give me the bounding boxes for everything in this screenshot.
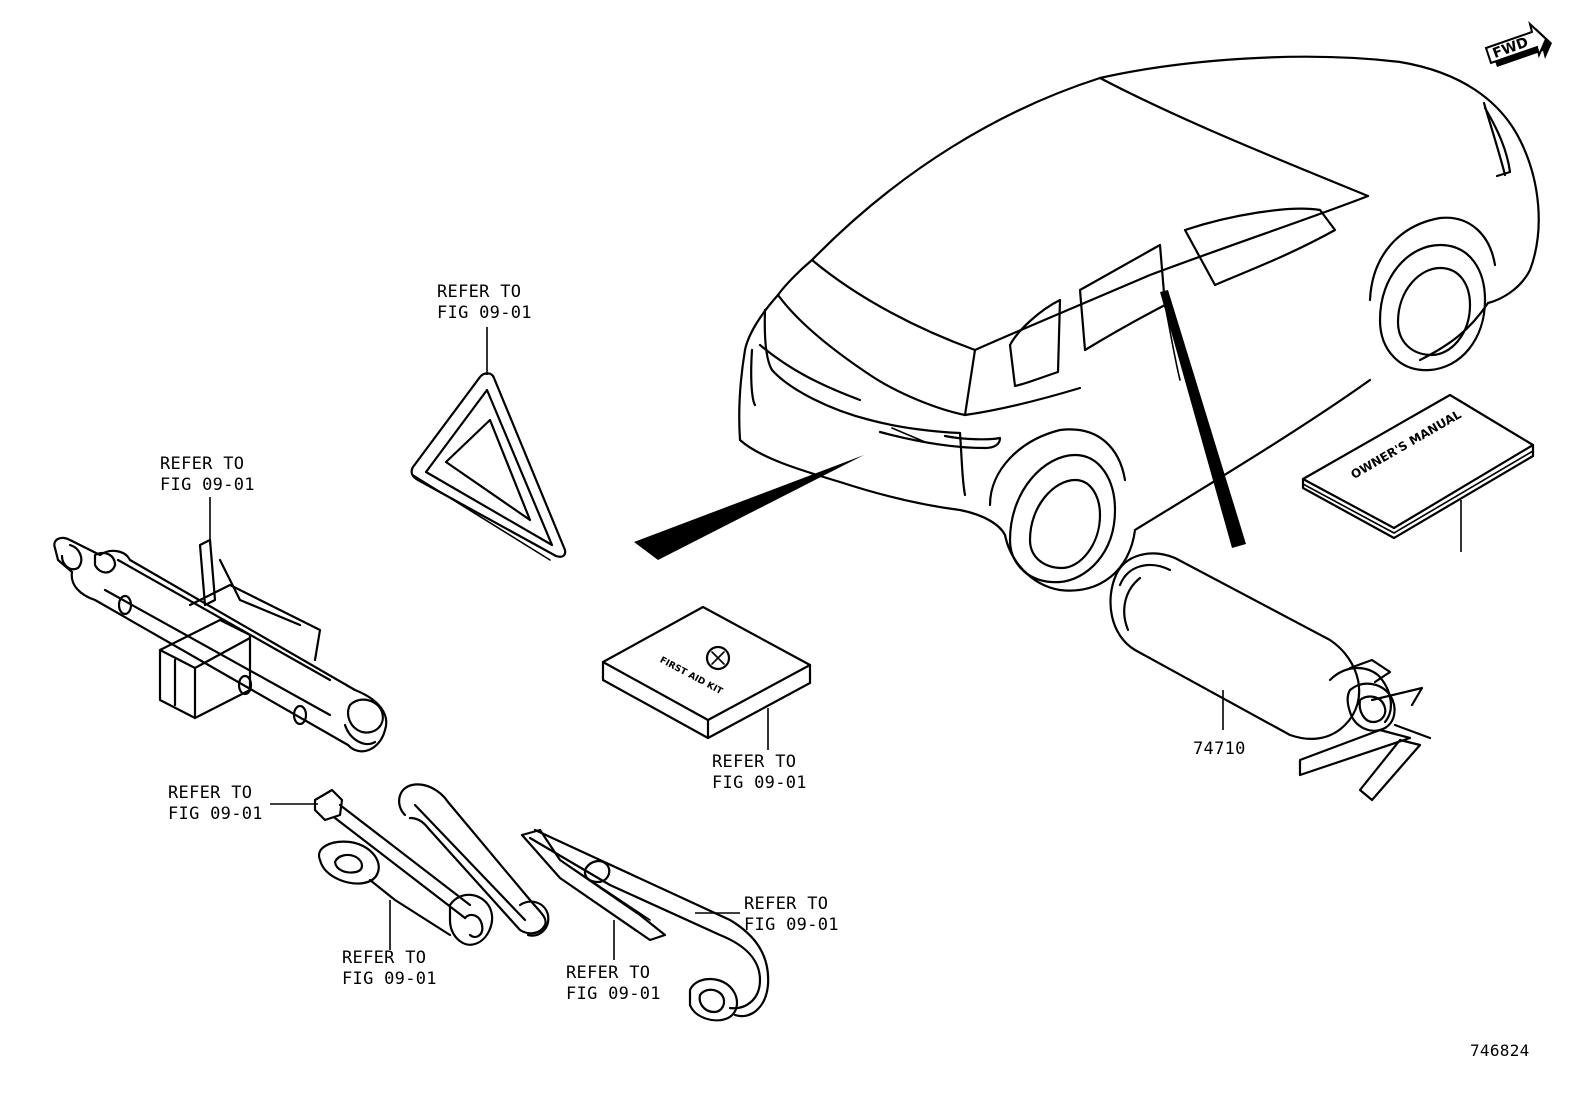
diagram-id: 746824 xyxy=(1470,1041,1530,1060)
jack-illustration xyxy=(53,497,388,753)
refer-line-1: REFER TO xyxy=(342,948,427,968)
refer-line-2: FIG 09-01 xyxy=(566,984,661,1004)
owners-manual-illustration: OWNER'S MANUAL xyxy=(1301,393,1535,552)
refer-line-2: FIG 09-01 xyxy=(712,773,807,793)
refer-line-2: FIG 09-01 xyxy=(342,969,437,989)
refer-line-1: REFER TO xyxy=(566,963,651,983)
refer-line-2: FIG 09-01 xyxy=(168,804,263,824)
lug-wrench-illustration xyxy=(398,783,770,1022)
extension-bar-illustration xyxy=(270,788,494,946)
jack-handle-illustration xyxy=(520,828,667,960)
refer-line-1: REFER TO xyxy=(168,783,253,803)
refer-line-1: REFER TO xyxy=(160,454,245,474)
part-number-fire-extinguisher: 74710 xyxy=(1193,739,1246,759)
refer-line-1: REFER TO xyxy=(437,282,522,302)
fire-extinguisher-illustration xyxy=(1109,552,1432,802)
pointer-wedge-rear xyxy=(634,455,864,560)
towing-eye-illustration xyxy=(317,840,452,950)
warning-triangle-illustration xyxy=(410,327,567,561)
refer-line-2: FIG 09-01 xyxy=(160,475,255,495)
refer-line-1: REFER TO xyxy=(744,894,829,914)
first-aid-kit-illustration: FIRST AID KIT xyxy=(601,605,812,750)
refer-line-2: FIG 09-01 xyxy=(744,915,839,935)
vehicle-outline xyxy=(738,55,1540,592)
refer-line-2: FIG 09-01 xyxy=(437,303,532,323)
refer-line-1: REFER TO xyxy=(712,752,797,772)
fwd-arrow-icon: FWD xyxy=(1484,20,1552,67)
pointer-wedge-side xyxy=(1160,290,1246,548)
